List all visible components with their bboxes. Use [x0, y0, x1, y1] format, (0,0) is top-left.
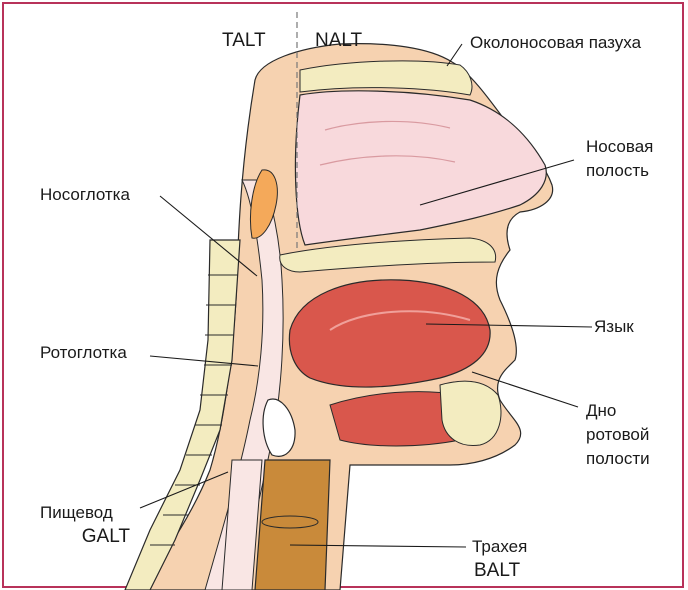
label-nasopharynx: Носоглотка [40, 184, 130, 206]
label-nasal-cavity-2: полость [586, 160, 649, 182]
label-galt: GALT [60, 526, 130, 548]
label-oropharynx: Ротоглотка [40, 342, 127, 364]
tongue [289, 280, 490, 387]
leader-sinus [447, 44, 462, 66]
label-mouth-floor-2: ротовой [586, 424, 649, 446]
label-tongue: Язык [594, 316, 634, 338]
label-balt: BALT [474, 560, 520, 582]
label-talt: TALT [222, 30, 266, 52]
label-mouth-floor-3: полости [586, 448, 650, 470]
mandible [440, 381, 501, 445]
label-nalt: NALT [315, 30, 362, 52]
label-esophagus: Пищевод [40, 502, 113, 524]
label-mouth-floor-1: Дно [586, 400, 616, 422]
label-nasal-cavity-1: Носовая [586, 136, 653, 158]
label-trachea: Трахея [472, 536, 527, 558]
label-paranasal-sinus: Околоносовая пазуха [470, 32, 641, 54]
